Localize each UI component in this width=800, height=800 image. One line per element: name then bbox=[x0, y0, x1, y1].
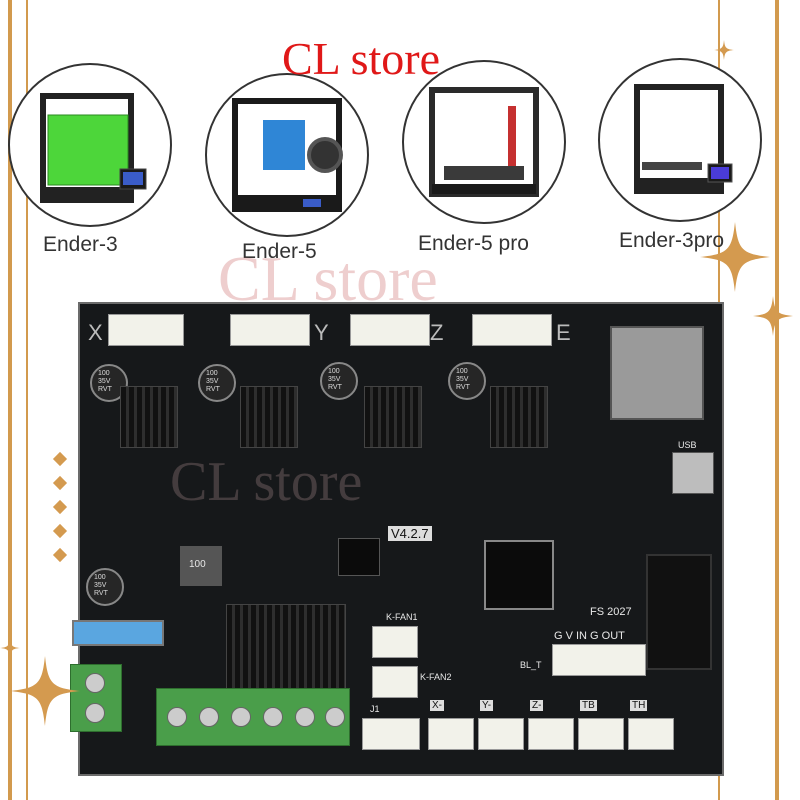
decor-diamond bbox=[52, 499, 68, 515]
capacitor-e: 100 35V RVT bbox=[448, 362, 486, 400]
frame-line-left-inner bbox=[26, 0, 28, 800]
frame-line-right bbox=[775, 0, 779, 800]
sparkle-icon bbox=[714, 40, 734, 60]
terminal-screw bbox=[167, 707, 187, 727]
printer-image-ender3 bbox=[8, 63, 172, 227]
terminal-screw bbox=[199, 707, 219, 727]
thermistor-connector-tb bbox=[578, 718, 624, 750]
thermistor-connector-th bbox=[628, 718, 674, 750]
thermistor-label-tb: TB bbox=[580, 700, 597, 711]
printer-image-ender5 bbox=[205, 73, 369, 237]
usb-label: USB bbox=[678, 440, 697, 450]
motor-connector-x bbox=[108, 314, 184, 346]
bl-label: BL_T bbox=[520, 660, 542, 670]
terminal-screw bbox=[85, 703, 105, 723]
sparkle-icon bbox=[753, 296, 793, 336]
axis-y-label: Y bbox=[314, 320, 329, 345]
mosfet-heatsink bbox=[226, 604, 346, 692]
power-input-terminal bbox=[70, 664, 122, 732]
watermark-top: CL store bbox=[282, 33, 440, 84]
decor-diamond bbox=[52, 523, 68, 539]
motor-connector-y bbox=[230, 314, 310, 346]
printer-label-ender5: Ender-5 bbox=[242, 240, 317, 263]
terminal-screw bbox=[295, 707, 315, 727]
capacitor-y: 100 35V RVT bbox=[198, 364, 236, 402]
capacitor-label: 100 35V RVT bbox=[328, 368, 342, 391]
endstop-label-y: Y- bbox=[480, 700, 494, 711]
printer-image-ender3pro bbox=[598, 58, 762, 222]
capacitor-x: 100 35V RVT bbox=[90, 364, 128, 402]
driver-heatsink-x bbox=[120, 386, 178, 448]
printer-label-ender3pro: Ender-3pro bbox=[619, 229, 725, 252]
axis-z-label: Z bbox=[430, 320, 444, 345]
driver-heatsink-z bbox=[364, 386, 422, 448]
endstop-connector-y bbox=[478, 718, 524, 750]
watermark-middle: CL store bbox=[218, 243, 438, 314]
usb-port bbox=[672, 452, 714, 494]
capacitor-label: 100 35V RVT bbox=[206, 370, 220, 393]
terminal-screw bbox=[325, 707, 345, 727]
motor-connector-e bbox=[472, 314, 552, 346]
fan1-label: K-FAN1 bbox=[386, 612, 418, 622]
fan2-label: K-FAN2 bbox=[420, 672, 452, 682]
inductor-label: 100 bbox=[189, 559, 206, 570]
capacitor-label: 100 35V RVT bbox=[456, 368, 470, 391]
frame-line-left bbox=[8, 0, 12, 800]
fan2-connector bbox=[372, 666, 418, 698]
driver-ic-chip bbox=[338, 538, 380, 576]
capacitor-label: 100 35V RVT bbox=[94, 574, 108, 597]
terminal-screw bbox=[263, 707, 283, 727]
mcu-chip bbox=[484, 540, 554, 610]
terminal-screw bbox=[231, 707, 251, 727]
sd-card-slot bbox=[610, 326, 704, 420]
thermistor-label-th: TH bbox=[630, 700, 648, 711]
power-capacitor: 100 35V RVT bbox=[86, 568, 124, 606]
j1-label: J1 bbox=[370, 704, 380, 714]
bl-header-label: G V IN G OUT bbox=[554, 630, 625, 642]
sparkle-icon bbox=[0, 638, 20, 658]
bl-touch-connector bbox=[552, 644, 646, 676]
printer-label-ender3: Ender-3 bbox=[43, 233, 118, 256]
exp-header bbox=[646, 554, 712, 670]
fuse bbox=[72, 620, 164, 646]
j1-connector bbox=[362, 718, 420, 750]
driver-heatsink-e bbox=[490, 386, 548, 448]
printer-label-ender5pro: Ender-5 pro bbox=[418, 232, 529, 255]
axis-e-label: E bbox=[556, 320, 571, 345]
watermark-bottom: CL store bbox=[170, 451, 363, 513]
mainboard-image: X Y Z E 100 35V RVT 100 35V RVT 100 35V … bbox=[70, 302, 724, 776]
decor-diamond bbox=[52, 547, 68, 563]
fan1-connector bbox=[372, 626, 418, 658]
decor-diamond bbox=[52, 475, 68, 491]
endstop-label-z: Z- bbox=[530, 700, 544, 711]
driver-heatsink-y bbox=[240, 386, 298, 448]
endstop-label-x: X- bbox=[430, 700, 444, 711]
axis-x-label: X bbox=[88, 320, 103, 345]
sparkle-icon bbox=[10, 656, 80, 726]
decor-diamond bbox=[52, 451, 68, 467]
endstop-connector-z bbox=[528, 718, 574, 750]
heater-terminal-block bbox=[156, 688, 350, 746]
printer-image-ender5pro bbox=[402, 60, 566, 224]
inductor: 100 bbox=[180, 546, 222, 586]
terminal-screw bbox=[85, 673, 105, 693]
sparkle-icon bbox=[700, 222, 770, 292]
endstop-connector-x bbox=[428, 718, 474, 750]
capacitor-label: 100 35V RVT bbox=[98, 370, 112, 393]
capacitor-z: 100 35V RVT bbox=[320, 362, 358, 400]
motor-connector-z bbox=[350, 314, 430, 346]
fs-code-label: FS 2027 bbox=[590, 606, 632, 618]
version-label: V4.2.7 bbox=[388, 526, 432, 541]
